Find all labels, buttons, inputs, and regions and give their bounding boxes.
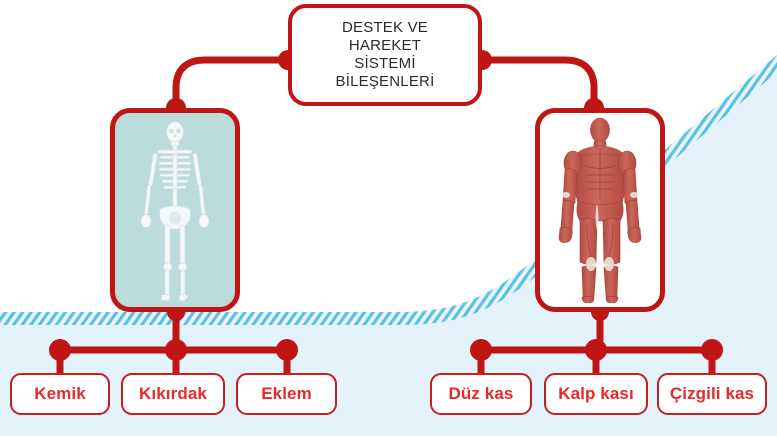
blue-region [0,65,777,436]
skeleton-image-panel[interactable] [110,108,240,312]
node-leaf-cizgili-kas [701,339,723,361]
root-title-text: DESTEK VE HAREKET SİSTEMİ BİLEŞENLERİ [335,19,435,90]
muscle-figure-icon [558,117,642,303]
leaf-label-kemik: Kemik [34,384,86,403]
skeleton-figure-icon [140,121,210,301]
muscle-image-panel[interactable] [535,108,665,312]
leaf-label-eklem: Eklem [261,384,312,403]
root-title-box[interactable]: DESTEK VE HAREKET SİSTEMİ BİLEŞENLERİ [288,4,482,106]
node-leaf-kemik [49,339,71,361]
leaf-label-kikirdak: Kıkırdak [139,384,207,403]
leaf-label-duz-kas: Düz kas [448,384,514,403]
leaf-box-eklem[interactable]: Eklem [236,373,337,415]
connector-root-to-skeletal [172,56,288,110]
connector-root-to-muscular [482,56,598,110]
leaf-box-kalp-kasi[interactable]: Kalp kası [544,373,648,415]
node-leaf-kikirdak [165,339,187,361]
leaf-box-duz-kas[interactable]: Düz kas [430,373,532,415]
leaf-box-cizgili-kas[interactable]: Çizgili kas [657,373,767,415]
node-leaf-kalp-kasi [585,339,607,361]
leaf-box-kemik[interactable]: Kemik [10,373,110,415]
node-leaf-duz-kas [470,339,492,361]
leaf-box-kikirdak[interactable]: Kıkırdak [121,373,225,415]
leaf-label-cizgili-kas: Çizgili kas [669,384,755,403]
node-leaf-eklem [276,339,298,361]
leaf-label-kalp-kasi: Kalp kası [558,384,634,403]
